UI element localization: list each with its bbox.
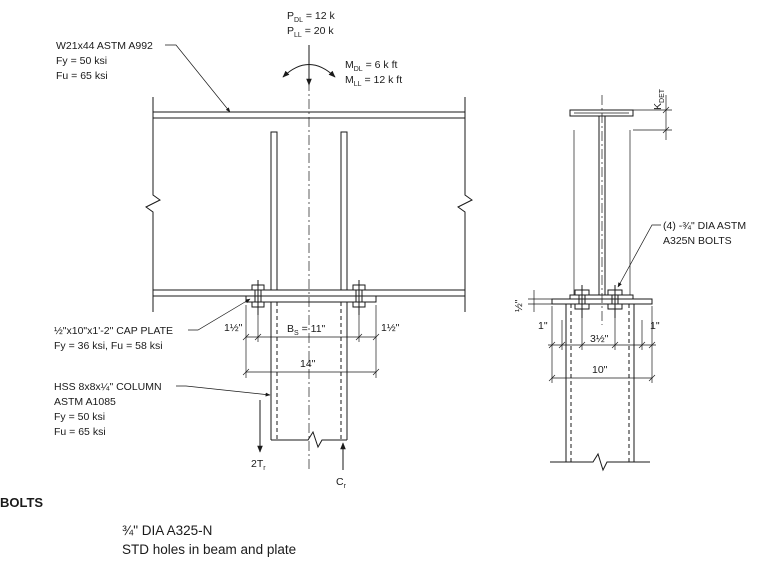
section-dimensions: [548, 306, 656, 383]
cap-plate-section: [551, 298, 653, 305]
edge-dim-right: 1½": [381, 322, 400, 334]
bolt-note-leader: [617, 224, 661, 288]
beam-stiffeners: [270, 131, 348, 291]
side-edge-right-dim: 1": [650, 320, 660, 332]
plate-thickness-dim: [528, 290, 552, 312]
bolt-gauge-dim: 3½": [590, 333, 609, 345]
beam-section: [569, 109, 634, 300]
bs-dim: BS = 11": [287, 323, 326, 337]
bolts-spec-line: ¾" DIA A325-N: [122, 523, 213, 538]
column-fy: Fy = 50 ksi: [54, 411, 105, 423]
p-dl-label: PDL = 12 k: [287, 10, 336, 24]
bolt-note-line2: A325N BOLTS: [663, 235, 732, 247]
cap-plate-leader: [188, 298, 251, 331]
plate-length-dim: 14": [300, 358, 316, 370]
bolt-note-line1: (4) -¾" DIA ASTM: [663, 220, 746, 232]
section-bolts: [574, 285, 623, 318]
beam-name: W21x44 ASTM A992: [56, 40, 153, 52]
beam-fy: Fy = 50 ksi: [56, 55, 107, 67]
m-dl-label: MDL = 6 k ft: [345, 59, 398, 73]
compression-label: Cr: [336, 476, 347, 490]
side-edge-left-dim: 1": [538, 320, 548, 332]
column-leader: [176, 385, 271, 397]
tension-label: 2Tr: [251, 458, 266, 472]
column-fu: Fu = 65 ksi: [54, 426, 106, 438]
plate-thickness-label: ½": [513, 299, 525, 312]
cap-plate-name: ½"x10"x1'-2" CAP PLATE: [54, 325, 173, 337]
hss-column-elevation: [270, 302, 348, 449]
beam-elevation: [145, 97, 473, 312]
bolts-holes-line: STD holes in beam and plate: [122, 542, 297, 557]
plate-width-dim: 10": [592, 364, 608, 376]
m-ll-label: MLL = 12 k ft: [345, 74, 402, 88]
cap-plate-props: Fy = 36 ksi, Fu = 58 ksi: [54, 340, 163, 352]
column-name: HSS 8x8x¼" COLUMN: [54, 381, 162, 393]
hss-column-section: [550, 304, 650, 472]
kdet-label: KDET: [652, 88, 666, 110]
bolt-right: [352, 280, 366, 315]
column-spec: ASTM A1085: [54, 396, 116, 408]
elevation-dimensions: [242, 305, 380, 378]
p-ll-label: PLL = 20 k: [287, 25, 334, 39]
beam-leader: [165, 44, 231, 113]
bolts-section-title: BOLTS: [0, 495, 44, 510]
bolt-left: [251, 280, 265, 315]
kdet-dimension: [633, 95, 672, 140]
edge-dim-left: 1½": [224, 322, 243, 334]
moment-arrow: [282, 64, 336, 78]
beam-fu: Fu = 65 ksi: [56, 70, 108, 82]
